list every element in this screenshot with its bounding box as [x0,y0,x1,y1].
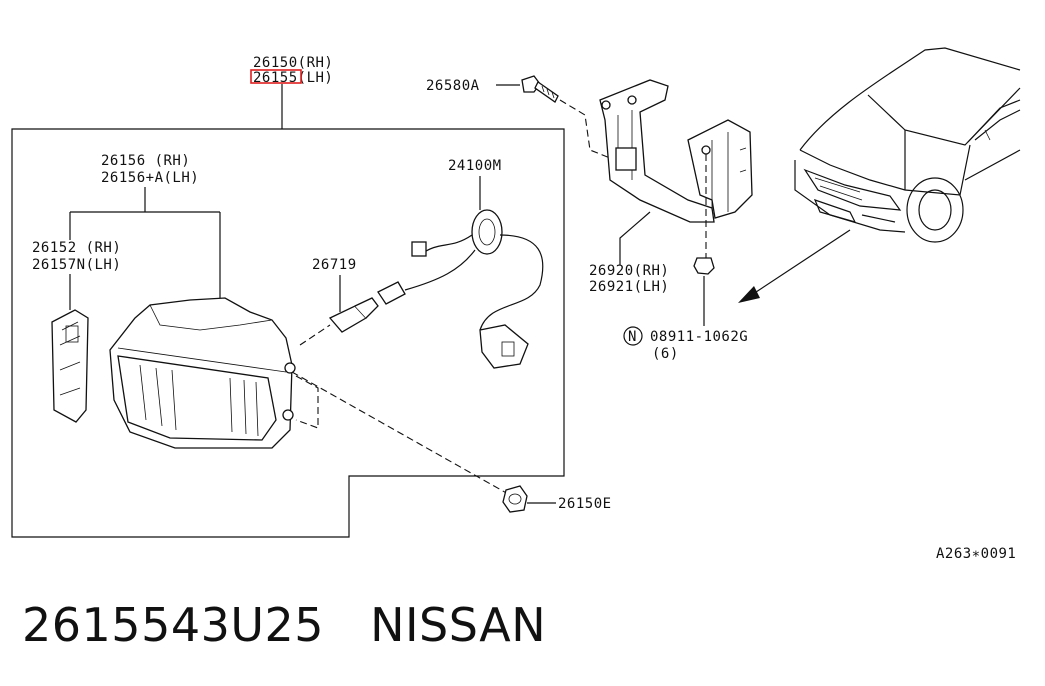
callout-nut-qty: (6) [652,346,679,362]
assembly-frame [11,128,565,538]
screw-part[interactable] [502,485,528,513]
figure-code: A263∗0091 [936,546,1016,562]
callout-26150-rh[interactable]: 26150(RH) [253,55,333,71]
cover-part[interactable] [51,309,89,423]
callout-08911-1062g[interactable]: 08911-1062G [650,329,748,345]
callout-26156-rh[interactable]: 26156 (RH) [101,153,190,169]
callout-26150e[interactable]: 26150E [558,496,612,512]
nut-part[interactable] [693,257,715,275]
location-arrowhead [738,286,760,303]
location-arrow [749,229,851,297]
footer: 2615543U25 NISSAN [22,598,592,652]
bolt-part[interactable] [521,75,616,161]
callout-26157n-lh[interactable]: 26157N(LH) [32,257,121,273]
bracket-part[interactable] [599,79,753,258]
brand-name: NISSAN [370,598,547,652]
callout-26156a-lh[interactable]: 26156+A(LH) [101,170,199,186]
fog-lamp[interactable] [109,297,319,449]
callout-26155-lh[interactable]: 26155(LH) [253,70,333,86]
callout-26921-lh[interactable]: 26921(LH) [589,279,669,295]
harness-part[interactable] [404,209,544,369]
callout-24100m[interactable]: 24100M [448,158,502,174]
callout-26920-rh[interactable]: 26920(RH) [589,263,669,279]
callout-26580a[interactable]: 26580A [426,78,480,94]
bulb-part[interactable] [299,281,406,346]
part-number: 2615543U25 [22,598,325,652]
car-illustration [794,47,1021,243]
callout-26152-rh[interactable]: 26152 (RH) [32,240,121,256]
nut-symbol-letter: N [628,329,637,345]
callout-26719[interactable]: 26719 [312,257,357,273]
nut-symbol-circle [623,326,643,346]
highlight-box [250,69,302,84]
